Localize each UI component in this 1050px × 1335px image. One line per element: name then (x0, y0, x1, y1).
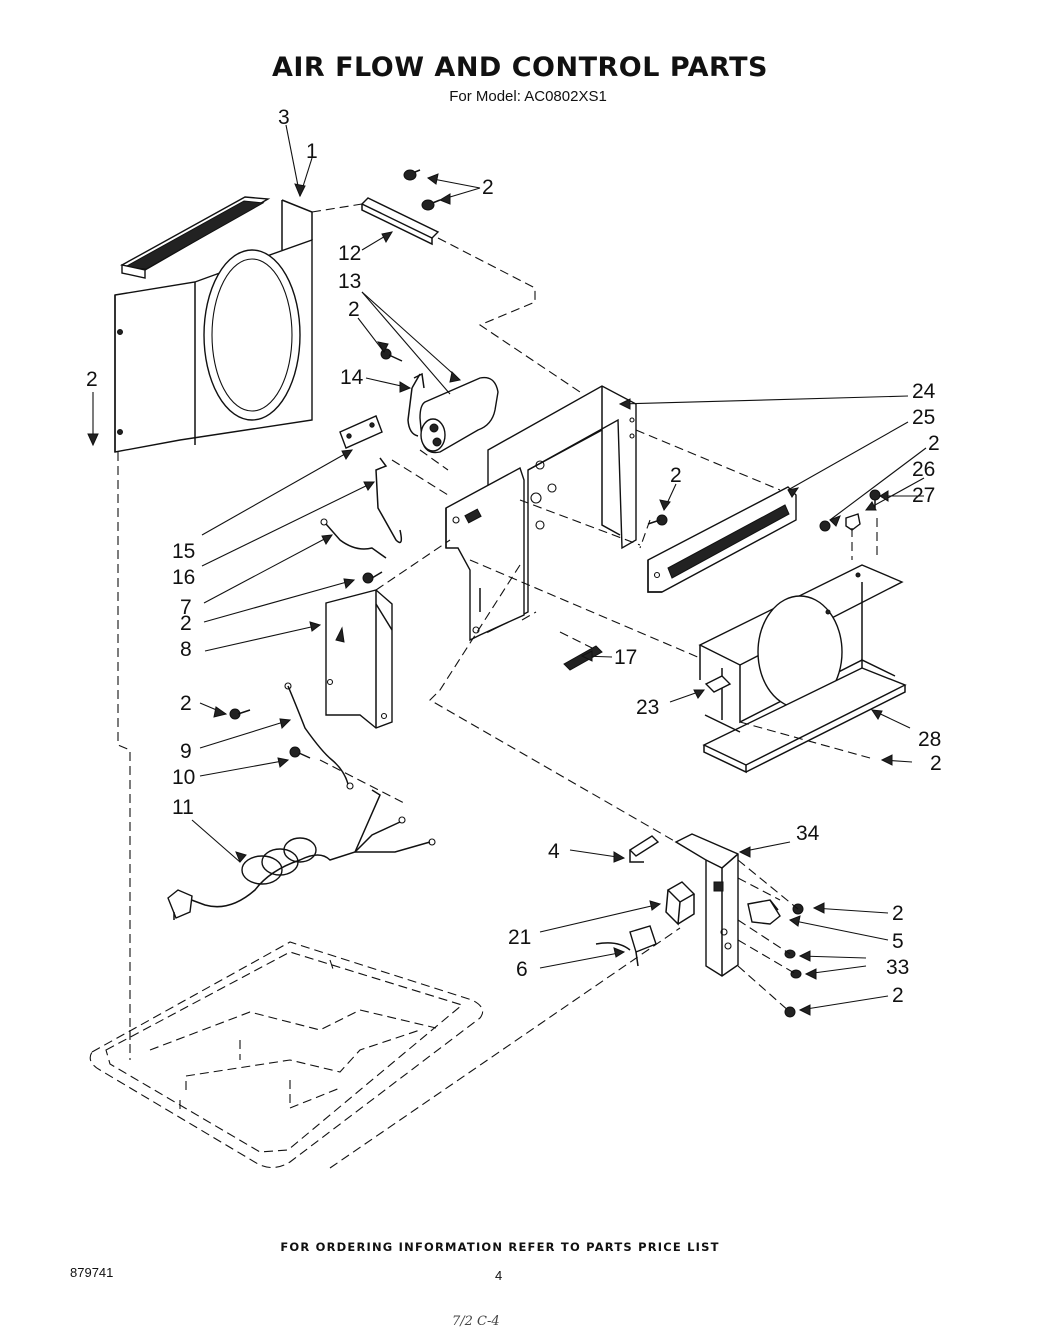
callout-2: 2 (670, 464, 682, 487)
screw-26 (845, 513, 861, 531)
wire-part-16 (375, 457, 403, 544)
callout-17: 17 (614, 646, 637, 669)
base-pan-outline (89, 941, 484, 1169)
bracket-part-15 (339, 415, 383, 449)
ground-wire-part-9 (284, 682, 354, 790)
knob-part-5 (747, 899, 781, 925)
callout-25: 25 (912, 406, 935, 429)
screw-25-right (819, 520, 831, 532)
callout-24: 24 (912, 380, 936, 403)
mounting-plate-left (445, 466, 525, 642)
callout-15: 15 (172, 540, 195, 563)
callout-2: 2 (86, 368, 98, 391)
callout-11: 11 (172, 796, 194, 819)
base-pan-part-28 (702, 658, 907, 774)
callout-2: 2 (930, 752, 942, 775)
callout-21: 21 (508, 926, 531, 949)
callout-33: 33 (886, 956, 909, 979)
screw-34-lower (784, 1006, 796, 1018)
page-title: AIR FLOW AND CONTROL PARTS (271, 52, 769, 83)
callout-6: 6 (516, 958, 528, 981)
screw-8 (229, 708, 251, 720)
callout-2: 2 (180, 612, 192, 635)
callout-16: 16 (172, 566, 195, 589)
bracket-part-12 (311, 197, 440, 246)
screen-part-17 (563, 645, 603, 671)
screw-top-pair (403, 169, 441, 211)
wire-lead-part-7 (320, 518, 387, 559)
screw-27 (869, 489, 881, 555)
callout-27: 27 (912, 484, 935, 507)
screw-10 (289, 746, 311, 759)
control-bracket-part-34 (674, 833, 739, 977)
fan-shroud-part-1 (114, 196, 313, 453)
callout-10: 10 (172, 766, 195, 789)
fan-housing-part-23 (698, 564, 904, 724)
callout-13: 13 (338, 270, 361, 293)
leader-lines (87, 124, 927, 1016)
callout-2: 2 (892, 984, 904, 1007)
callout-2: 2 (348, 298, 360, 321)
ordering-note: FOR ORDERING INFORMATION REFER TO PARTS … (280, 1240, 720, 1254)
power-cord-part-11 (167, 789, 436, 920)
page-number: 4 (495, 1268, 503, 1283)
callout-9: 9 (180, 740, 192, 763)
callout-labels: 3 1 2 12 13 2 14 2 24 25 2 26 27 2 15 16… (86, 106, 942, 1007)
grille-part-25 (635, 429, 797, 593)
capacitor-bracket-part-14 (407, 372, 425, 437)
capacitor-part-13 (419, 376, 499, 454)
callout-2: 2 (892, 902, 904, 925)
callout-4: 4 (548, 840, 560, 863)
screw-24-center (647, 514, 668, 526)
callout-12: 12 (338, 242, 361, 265)
model-subtitle: For Model: AC0802XS1 (449, 88, 607, 105)
callout-7: 7 (180, 596, 192, 619)
callout-5: 5 (892, 930, 904, 953)
callout-23: 23 (636, 696, 659, 719)
handwritten-note: 7/2 C-4 (452, 1314, 500, 1329)
callout-26: 26 (912, 458, 935, 481)
callout-28: 28 (918, 728, 941, 751)
screws-part-33 (784, 949, 802, 979)
callout-14: 14 (340, 366, 364, 389)
callout-3: 3 (278, 106, 290, 129)
callout-2: 2 (928, 432, 940, 455)
cover-part-8 (325, 589, 393, 729)
screw-7 (362, 571, 383, 584)
document-number: 879741 (70, 1265, 114, 1280)
callout-2: 2 (482, 176, 494, 199)
switch-part-21 (665, 881, 696, 926)
callout-34: 34 (796, 822, 820, 845)
callout-2: 2 (180, 692, 192, 715)
switch-part-6 (595, 925, 657, 967)
callout-8: 8 (180, 638, 192, 661)
clip-part-4 (628, 835, 660, 863)
alignment-lines (117, 237, 871, 1169)
callout-1: 1 (306, 140, 318, 163)
